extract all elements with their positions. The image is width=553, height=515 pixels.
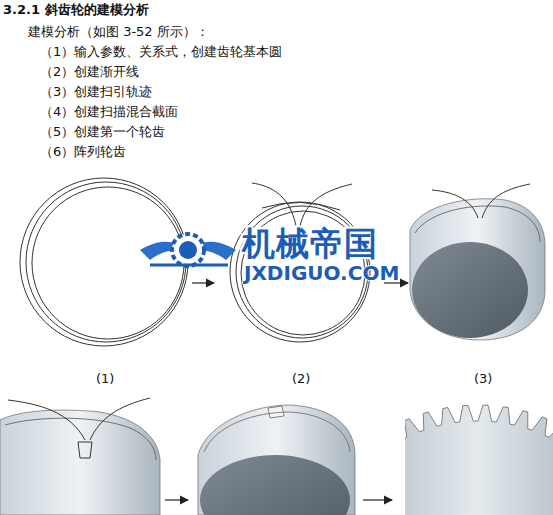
panel-number: (3) bbox=[474, 371, 492, 387]
panel-number: (1) bbox=[96, 371, 114, 387]
section-heading: 3.2.1 斜齿轮的建模分析 bbox=[3, 2, 149, 18]
shape-path bbox=[482, 184, 530, 218]
shape-path bbox=[5, 418, 156, 460]
step-item: （5）创建第一个轮齿 bbox=[40, 124, 165, 140]
watermark-logo bbox=[140, 234, 236, 266]
watermark-text: 机械帝国 bbox=[242, 226, 378, 262]
shape-path bbox=[415, 206, 540, 242]
shape-path bbox=[262, 202, 340, 210]
blank-cylinder bbox=[410, 184, 545, 340]
shape-path bbox=[405, 405, 553, 515]
step-item: （6）阵列轮齿 bbox=[40, 144, 126, 160]
body-text: 建模分析（如图 3-52 所示）： bbox=[28, 24, 209, 40]
section-cylinder bbox=[0, 398, 160, 515]
shape-line bbox=[165, 499, 188, 500]
shape-path bbox=[204, 412, 350, 452]
shape-path bbox=[410, 199, 545, 340]
shape-path bbox=[8, 400, 85, 440]
step-item: （2）创建渐开线 bbox=[40, 64, 139, 80]
shape-path bbox=[432, 190, 478, 218]
shape-circle bbox=[172, 234, 204, 266]
shape-circle bbox=[32, 187, 184, 339]
shape-path bbox=[78, 442, 92, 458]
shape-line bbox=[363, 499, 392, 500]
shape-path bbox=[0, 410, 160, 515]
step-arrows bbox=[165, 283, 408, 500]
shape-circle bbox=[20, 178, 188, 346]
step-item: （1）输入参数、关系式，创建齿轮基本圆 bbox=[40, 44, 282, 60]
shape-ellipse bbox=[200, 455, 350, 515]
step-item: （4）创建扫描混合截面 bbox=[40, 104, 178, 120]
watermark-url: JXDIGUO.COM bbox=[244, 262, 399, 284]
shape-path bbox=[90, 398, 150, 440]
shape-circle bbox=[26, 182, 186, 342]
shape-circle bbox=[179, 241, 197, 259]
step-item: （3）创建扫引轨迹 bbox=[40, 84, 152, 100]
helical-gear bbox=[405, 405, 553, 515]
panel-number: (2) bbox=[292, 371, 310, 387]
first-tooth-cylinder bbox=[198, 405, 355, 515]
shape-ellipse bbox=[412, 242, 528, 338]
shape-path bbox=[300, 184, 352, 226]
shape-line bbox=[192, 282, 214, 283]
shape-path bbox=[150, 264, 228, 267]
base-circles bbox=[20, 178, 188, 346]
